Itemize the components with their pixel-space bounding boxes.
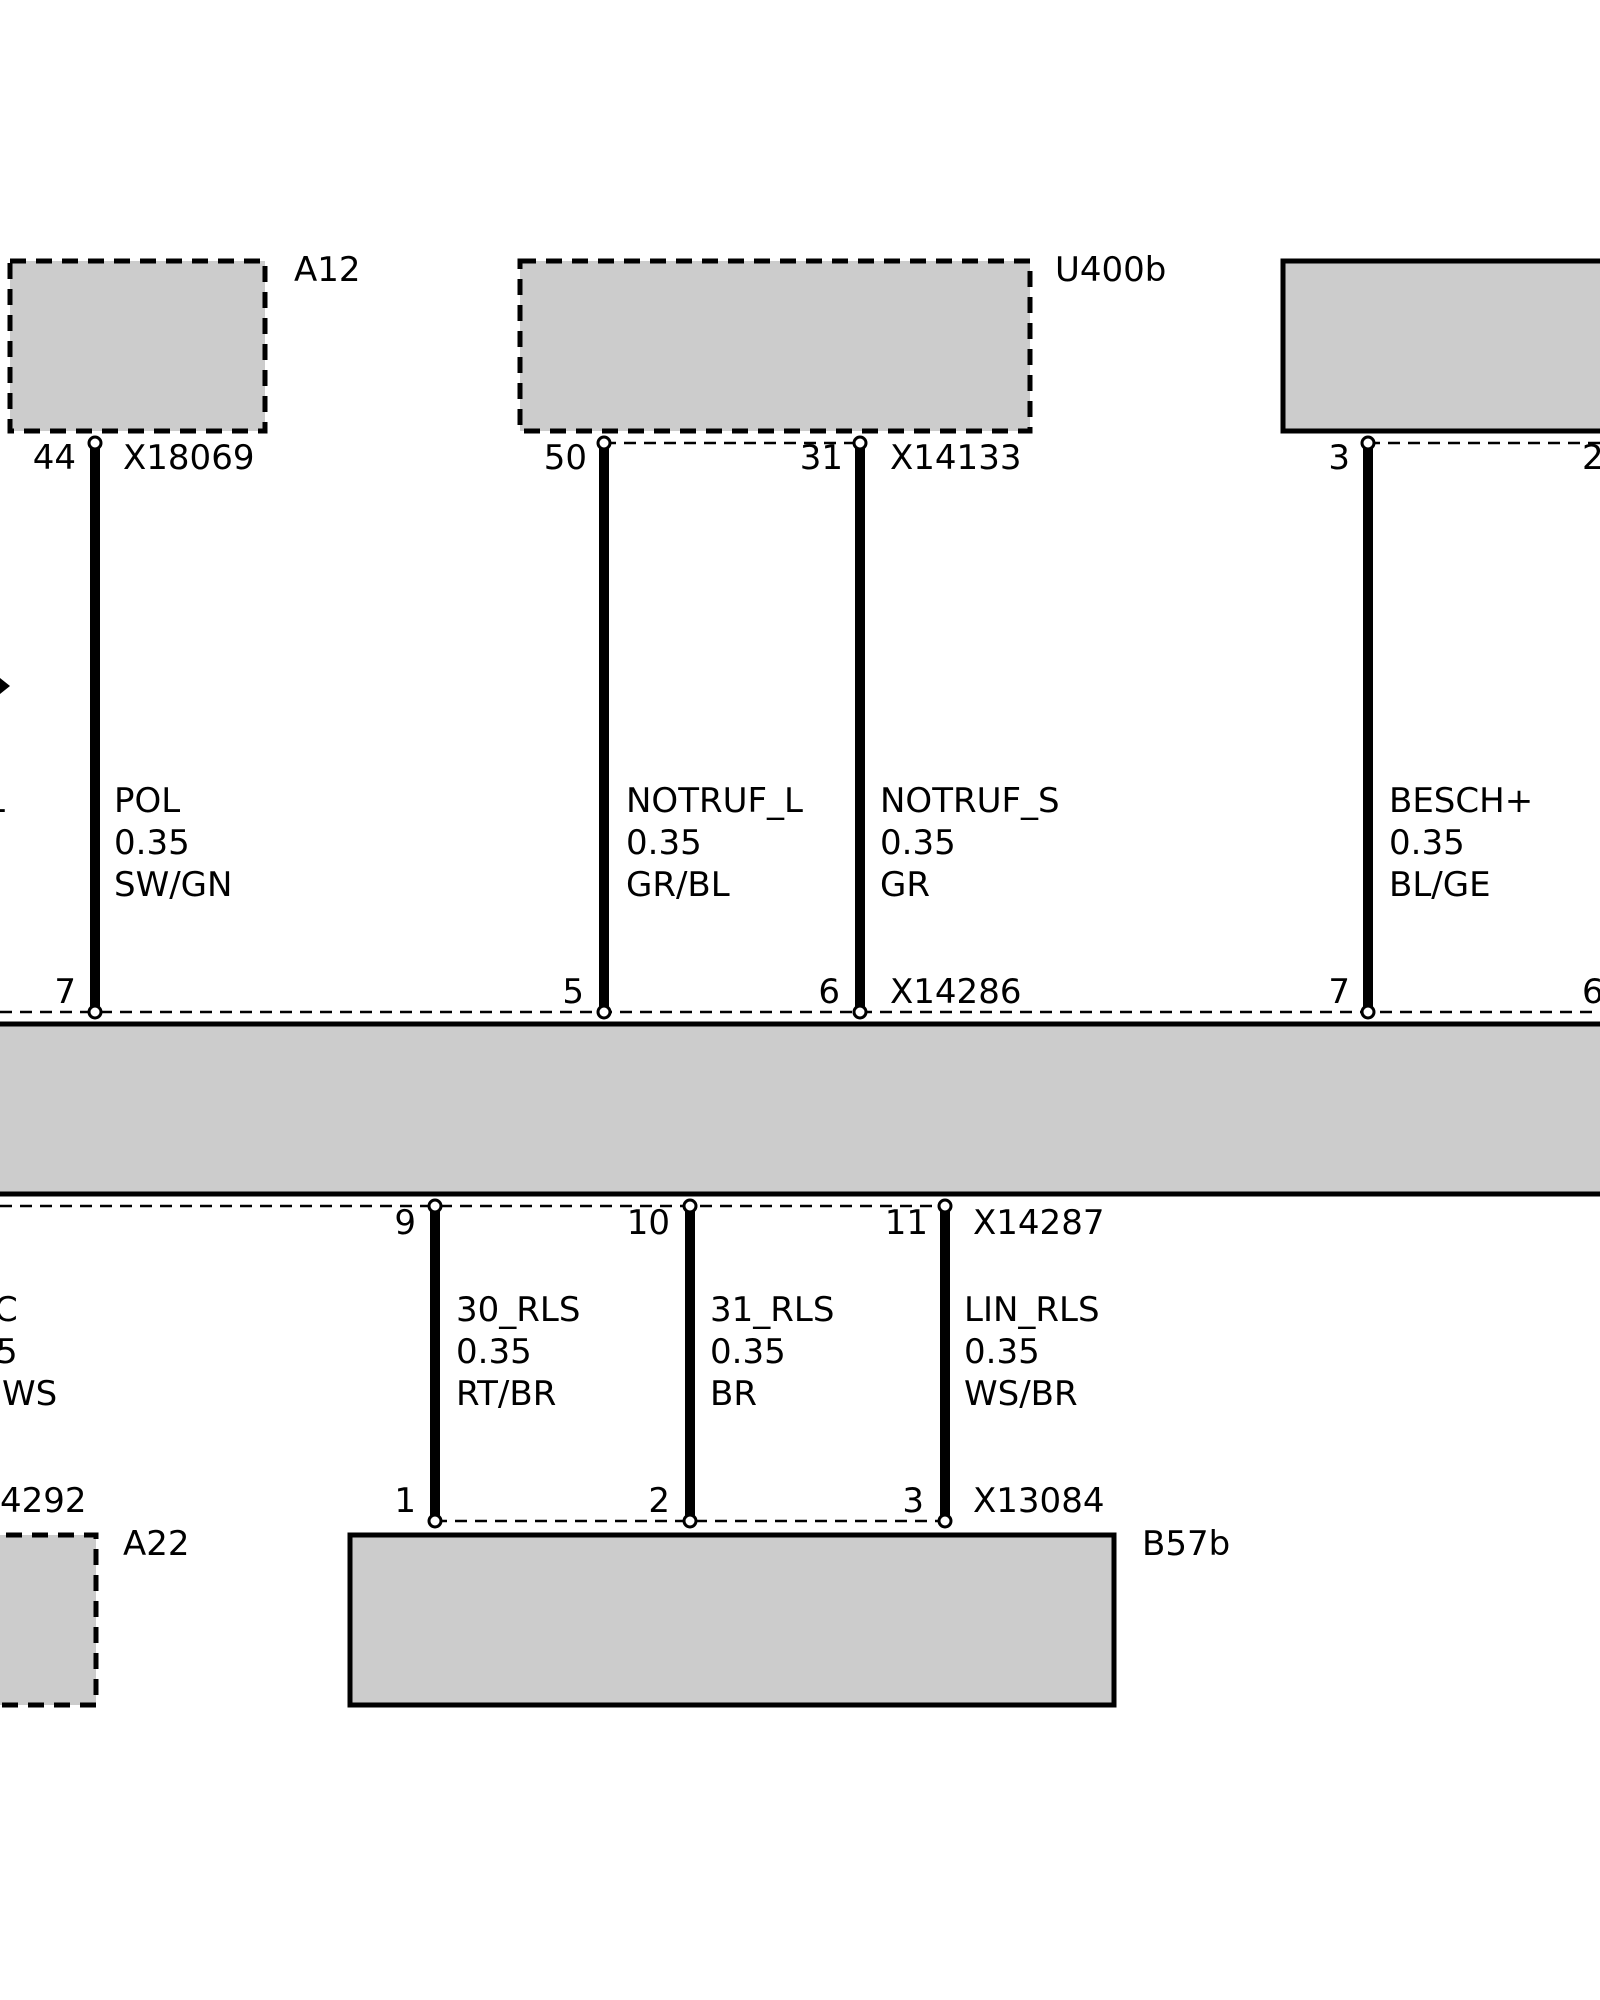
svg-text:BESCH+: BESCH+ xyxy=(1389,781,1533,821)
svg-text:31_RLS: 31_RLS xyxy=(710,1290,834,1330)
svg-text:0.35: 0.35 xyxy=(114,823,190,863)
wire-label-lin-rls: LIN_RLS 0.35 WS/BR xyxy=(964,1290,1100,1414)
pin-number: 50 xyxy=(544,438,587,478)
label-x14133: X14133 xyxy=(890,438,1021,478)
pin-number: 31 xyxy=(800,438,843,478)
label-u400b: U400b xyxy=(1055,250,1166,290)
pin-marker xyxy=(937,1198,953,1214)
svg-text:0.35: 0.35 xyxy=(1389,823,1465,863)
component-a22 xyxy=(0,1532,99,1708)
svg-text:WS/BR: WS/BR xyxy=(964,1374,1078,1414)
central-module-bus xyxy=(0,1021,1600,1197)
pin-marker xyxy=(87,1004,103,1020)
label-x14292-partial: 4292 xyxy=(0,1481,87,1521)
svg-text:SW/GN: SW/GN xyxy=(114,865,232,905)
pin-marker xyxy=(937,1513,953,1529)
pin-number: 6 xyxy=(1582,972,1600,1012)
pin-number: 2 xyxy=(1582,438,1600,478)
svg-text:0.35: 0.35 xyxy=(456,1332,532,1372)
pin-number: 10 xyxy=(627,1203,670,1243)
label-a22: A22 xyxy=(123,1524,190,1564)
label-x18069: X18069 xyxy=(123,438,254,478)
component-a12 xyxy=(7,258,268,434)
svg-text:C: C xyxy=(0,1290,18,1330)
pin-marker xyxy=(1360,435,1376,451)
svg-text:30_RLS: 30_RLS xyxy=(456,1290,580,1330)
label-x13084: X13084 xyxy=(973,1481,1104,1521)
pin-number: 7 xyxy=(1328,972,1350,1012)
pin-marker xyxy=(852,435,868,451)
svg-text:BR: BR xyxy=(710,1374,757,1414)
label-b57b: B57b xyxy=(1142,1524,1230,1564)
svg-text:GR/BL: GR/BL xyxy=(626,865,730,905)
pin-marker xyxy=(427,1198,443,1214)
pin-marker xyxy=(682,1198,698,1214)
pin-number: 3 xyxy=(1328,438,1350,478)
label-x14287: X14287 xyxy=(973,1203,1104,1243)
wire-label-notruf-l: NOTRUF_L 0.35 GR/BL xyxy=(626,781,803,905)
svg-text:WS: WS xyxy=(2,1374,57,1414)
pin-marker xyxy=(682,1513,698,1529)
label-x14286: X14286 xyxy=(890,972,1021,1012)
pin-marker xyxy=(852,1004,868,1020)
wire-label-31-rls: 31_RLS 0.35 BR xyxy=(710,1290,834,1414)
component-u400b xyxy=(517,258,1033,434)
svg-text:POL: POL xyxy=(114,781,180,821)
label-a12: A12 xyxy=(294,250,361,290)
pin-marker xyxy=(1360,1004,1376,1020)
pin-marker xyxy=(596,1004,612,1020)
svg-text:NOTRUF_S: NOTRUF_S xyxy=(880,781,1060,821)
wire-label-besch: BESCH+ 0.35 BL/GE xyxy=(1389,781,1533,905)
component-b57b xyxy=(347,1532,1117,1708)
pin-marker xyxy=(596,435,612,451)
pin-number: 1 xyxy=(394,1481,416,1521)
wire-label-notruf-s: NOTRUF_S 0.35 GR xyxy=(880,781,1060,905)
arrow-icon xyxy=(0,678,10,694)
svg-text:0.35: 0.35 xyxy=(880,823,956,863)
pin-number: 3 xyxy=(902,1481,924,1521)
wire-label-left-partial-bottom: C 5 WS xyxy=(0,1290,57,1414)
svg-text:NOTRUF_L: NOTRUF_L xyxy=(626,781,803,821)
pin-number: 5 xyxy=(562,972,584,1012)
pin-number: 11 xyxy=(885,1203,928,1243)
pin-marker xyxy=(87,435,103,451)
svg-text:BL/GE: BL/GE xyxy=(1389,865,1491,905)
pin-number: 6 xyxy=(818,972,840,1012)
svg-text:RT/BR: RT/BR xyxy=(456,1374,556,1414)
component-right-top xyxy=(1280,258,1600,434)
wire-label-pol: POL 0.35 SW/GN xyxy=(114,781,232,905)
pin-number: 7 xyxy=(54,972,76,1012)
wire-label-30-rls: 30_RLS 0.35 RT/BR xyxy=(456,1290,580,1414)
pin-marker xyxy=(427,1513,443,1529)
wire-label-left-partial-top: L xyxy=(0,781,5,821)
svg-text:0.35: 0.35 xyxy=(626,823,702,863)
svg-text:5: 5 xyxy=(0,1332,18,1372)
pin-number: 44 xyxy=(33,438,76,478)
svg-text:GR: GR xyxy=(880,865,930,905)
svg-text:0.35: 0.35 xyxy=(964,1332,1040,1372)
svg-text:LIN_RLS: LIN_RLS xyxy=(964,1290,1100,1330)
pin-number: 2 xyxy=(648,1481,670,1521)
pin-number: 9 xyxy=(394,1203,416,1243)
svg-text:0.35: 0.35 xyxy=(710,1332,786,1372)
